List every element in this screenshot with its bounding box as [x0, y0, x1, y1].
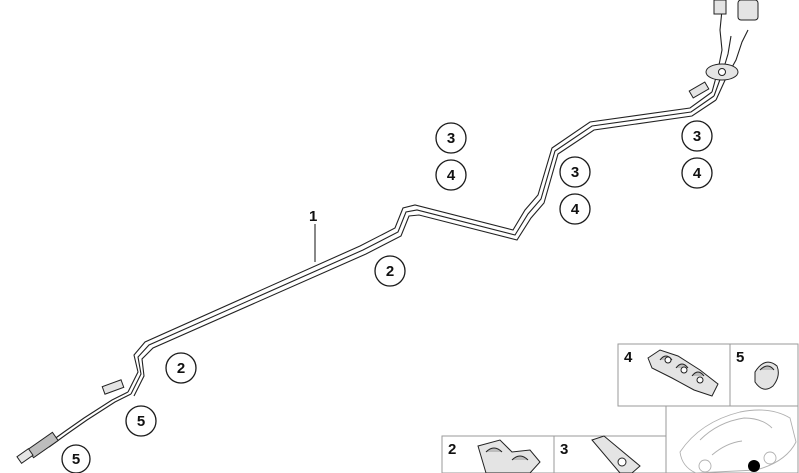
pipe-fitting — [101, 379, 125, 395]
callout-4-center: 4 — [559, 193, 591, 225]
svg-text:4: 4 — [624, 349, 633, 366]
svg-text:2: 2 — [177, 360, 185, 377]
svg-text:4: 4 — [571, 201, 580, 218]
detail-panel-clip-3: 3 — [553, 435, 667, 473]
callout-3-right: 3 — [681, 120, 713, 152]
component-location-marker — [748, 460, 760, 472]
main-pipe-run — [127, 91, 717, 397]
pipe-clip-2-icon — [477, 439, 541, 473]
svg-text:3: 3 — [693, 128, 701, 145]
detail-panel-vehicle-locator — [665, 405, 799, 473]
vehicle-outline-icon — [679, 409, 797, 473]
hose-fitting-right — [737, 0, 759, 21]
svg-text:4: 4 — [693, 165, 702, 182]
callout-5-lower: 5 — [61, 444, 91, 473]
callout-2-middle: 2 — [374, 255, 406, 287]
callout-4-upper-left: 4 — [435, 159, 467, 191]
pipe-clip-4-icon — [647, 349, 719, 397]
pipe-connector — [16, 448, 34, 464]
svg-text:2: 2 — [448, 441, 456, 458]
detail-panel-clip-4: 4 — [617, 343, 731, 407]
callout-2-left: 2 — [165, 352, 197, 384]
svg-text:5: 5 — [137, 413, 145, 430]
svg-text:4: 4 — [447, 167, 456, 184]
hose-fitting-left — [713, 0, 727, 15]
rear-branch-pipe — [16, 379, 132, 464]
svg-text:5: 5 — [72, 451, 80, 468]
svg-text:5: 5 — [736, 349, 744, 366]
svg-text:3: 3 — [571, 164, 579, 181]
front-connection-hoses — [688, 0, 759, 101]
detail-panel-clip-2: 2 — [441, 435, 555, 473]
callout-3-upper-left: 3 — [435, 122, 467, 154]
callout-4-right: 4 — [681, 157, 713, 189]
pipe-clip-5-icon — [754, 361, 779, 390]
svg-text:3: 3 — [447, 130, 455, 147]
svg-text:3: 3 — [560, 441, 568, 458]
detail-panel-clip-5: 5 — [729, 343, 799, 407]
brake-pipe-assembly — [16, 0, 759, 464]
callout-3-center: 3 — [559, 156, 591, 188]
svg-text:2: 2 — [386, 263, 394, 280]
pipe-clip-3-icon — [591, 435, 641, 473]
hose-joint — [688, 81, 710, 99]
callout-1-label: 1 — [309, 208, 317, 225]
callout-5-upper: 5 — [125, 405, 157, 437]
